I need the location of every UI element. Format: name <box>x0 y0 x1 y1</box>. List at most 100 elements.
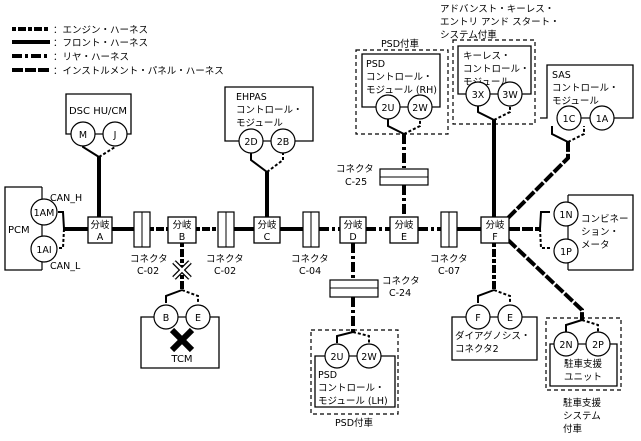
svg-text:B: B <box>163 313 170 324</box>
pin-1n <box>553 201 579 227</box>
svg-text:C-04: C-04 <box>299 266 321 277</box>
svg-text:1C: 1C <box>563 114 576 125</box>
svg-text:モジュール (LH): モジュール (LH) <box>318 396 388 407</box>
svg-text:C-02: C-02 <box>214 266 236 277</box>
svg-text:エントリ アンド スタート・: エントリ アンド スタート・ <box>440 17 560 28</box>
svg-text:分岐: 分岐 <box>90 219 110 231</box>
legend-label-front: ：フロント・ハーネス <box>53 38 148 49</box>
pin-j <box>102 121 128 147</box>
pin-1a <box>589 105 615 131</box>
svg-text:分岐: 分岐 <box>485 219 505 231</box>
svg-text:E: E <box>401 232 407 243</box>
svg-text:2W: 2W <box>361 352 377 363</box>
svg-text:1N: 1N <box>559 210 572 221</box>
svg-text:C: C <box>264 232 271 243</box>
legend: ：エンジン・ハーネス ：フロント・ハーネス ：リヤ・ハーネス ：インストルメント… <box>12 25 224 77</box>
pin-2b <box>270 128 296 154</box>
pin-2p <box>585 331 611 357</box>
pcm-module: PCM 1AM 1AI CAN_H CAN_L <box>4 186 82 272</box>
svg-text:ダイアグノシス・: ダイアグノシス・ <box>455 330 530 342</box>
svg-text:PSD: PSD <box>366 59 385 70</box>
svg-text:システム: システム <box>563 411 601 422</box>
fault-x-icon <box>169 327 195 353</box>
svg-text:コネクタ: コネクタ <box>130 254 168 265</box>
svg-text:B: B <box>179 232 186 243</box>
svg-text:モジュール: モジュール <box>552 96 599 107</box>
svg-text:J: J <box>113 130 117 141</box>
svg-text:コネクタ2: コネクタ2 <box>455 344 499 355</box>
svg-text:1A: 1A <box>596 114 609 125</box>
svg-text:2B: 2B <box>277 137 290 148</box>
pin-e-diag <box>497 304 523 330</box>
svg-text:1AI: 1AI <box>36 245 51 256</box>
line-f-sas <box>506 142 570 220</box>
pin-1am <box>30 198 58 226</box>
svg-text:E: E <box>195 313 201 324</box>
keyless-module: アドバンスト・キーレス・ エントリ アンド スタート・ システム付車 キーレス・… <box>440 4 560 125</box>
tcm-module: B E TCM <box>140 304 220 369</box>
legend-label-rear: ：リヤ・ハーネス <box>53 52 129 63</box>
svg-text:分岐: 分岐 <box>172 219 192 231</box>
svg-text:EHPAS: EHPAS <box>236 92 267 103</box>
svg-text:1P: 1P <box>560 247 572 258</box>
svg-text:コントロール・: コントロール・ <box>552 83 619 94</box>
svg-text:コントロール・: コントロール・ <box>236 105 303 116</box>
connector-c24: コネクタ C-24 <box>329 276 420 299</box>
dsc-label: DSC HU/CM <box>69 106 127 117</box>
svg-text:E: E <box>507 313 513 324</box>
svg-text:分岐: 分岐 <box>343 219 363 231</box>
svg-text:C-02: C-02 <box>137 266 159 277</box>
connector-c07: コネクタ C-07 <box>430 211 468 277</box>
svg-text:2W: 2W <box>412 103 428 114</box>
svg-text:モジュール: モジュール <box>236 118 283 129</box>
svg-text:1AM: 1AM <box>34 208 55 219</box>
svg-text:駐車支援: 駐車支援 <box>564 358 603 370</box>
parking-assist-module: 2N 2P 駐車支援 ユニット 駐車支援 システム 付車 <box>545 317 622 435</box>
legend-label-engine: ：エンジン・ハーネス <box>53 25 148 36</box>
combi-meter-module: 1N 1P コンビネー ション・ メータ <box>553 194 634 271</box>
connector-c04: コネクタ C-04 <box>291 211 329 277</box>
psd-rh-module: PSD付車 PSD コントロール・ モジュール (RH) 2U 2W <box>355 38 449 135</box>
branch-b: 分岐 B <box>167 216 197 244</box>
svg-text:モジュール (RH): モジュール (RH) <box>366 85 437 96</box>
pin-1p <box>553 238 579 264</box>
can-h-label: CAN_H <box>50 193 82 204</box>
pin-e <box>185 304 211 330</box>
connector-c25: コネクタ C-25 <box>336 164 429 188</box>
svg-text:3X: 3X <box>472 90 485 101</box>
svg-text:PSD: PSD <box>318 370 337 381</box>
svg-text:M: M <box>79 130 87 141</box>
ehpas-module: EHPAS コントロール・ モジュール 2D 2B <box>224 86 314 154</box>
svg-text:F: F <box>475 313 480 324</box>
pin-2w-rh <box>407 94 433 120</box>
pin-1ai <box>30 235 58 263</box>
svg-text:2U: 2U <box>331 352 344 363</box>
branch-c: 分岐 C <box>253 216 281 244</box>
connector-c02-b: コネクタ C-02 <box>206 211 244 277</box>
svg-text:コントロール・: コントロール・ <box>366 72 433 83</box>
sas-module: SAS コントロール・ モジュール 1C 1A <box>540 64 634 131</box>
pcm-label: PCM <box>8 225 30 236</box>
svg-text:ユニット: ユニット <box>564 372 602 383</box>
pin-3w <box>497 81 523 107</box>
svg-text:分岐: 分岐 <box>257 219 277 231</box>
psd-rh-tag: PSD付車 <box>381 38 420 50</box>
svg-text:コネクタ: コネクタ <box>430 254 468 265</box>
psd-lh-module: 2U 2W PSD コントロール・ モジュール (LH) PSD付車 <box>310 329 399 429</box>
svg-text:キーレス・: キーレス・ <box>463 51 511 62</box>
svg-text:C-24: C-24 <box>389 288 411 299</box>
pin-2w-lh <box>356 343 382 369</box>
diag-connector-module: F E ダイアグノシス・ コネクタ2 <box>451 304 538 361</box>
branch-d: 分岐 D <box>339 216 367 244</box>
can-l-label: CAN_L <box>50 261 81 272</box>
svg-text:システム付車: システム付車 <box>440 29 497 41</box>
branch-e: 分岐 E <box>389 216 419 244</box>
tcm-label: TCM <box>170 354 192 365</box>
svg-text:モジュール: モジュール <box>463 77 510 88</box>
legend-label-instrument: ：インストルメント・パネル・ハーネス <box>53 66 224 77</box>
psd-lh-tag: PSD付車 <box>335 417 374 429</box>
branch-a: 分岐 A <box>87 216 113 244</box>
svg-text:メータ: メータ <box>581 240 610 251</box>
svg-text:コネクタ: コネクタ <box>291 254 329 265</box>
